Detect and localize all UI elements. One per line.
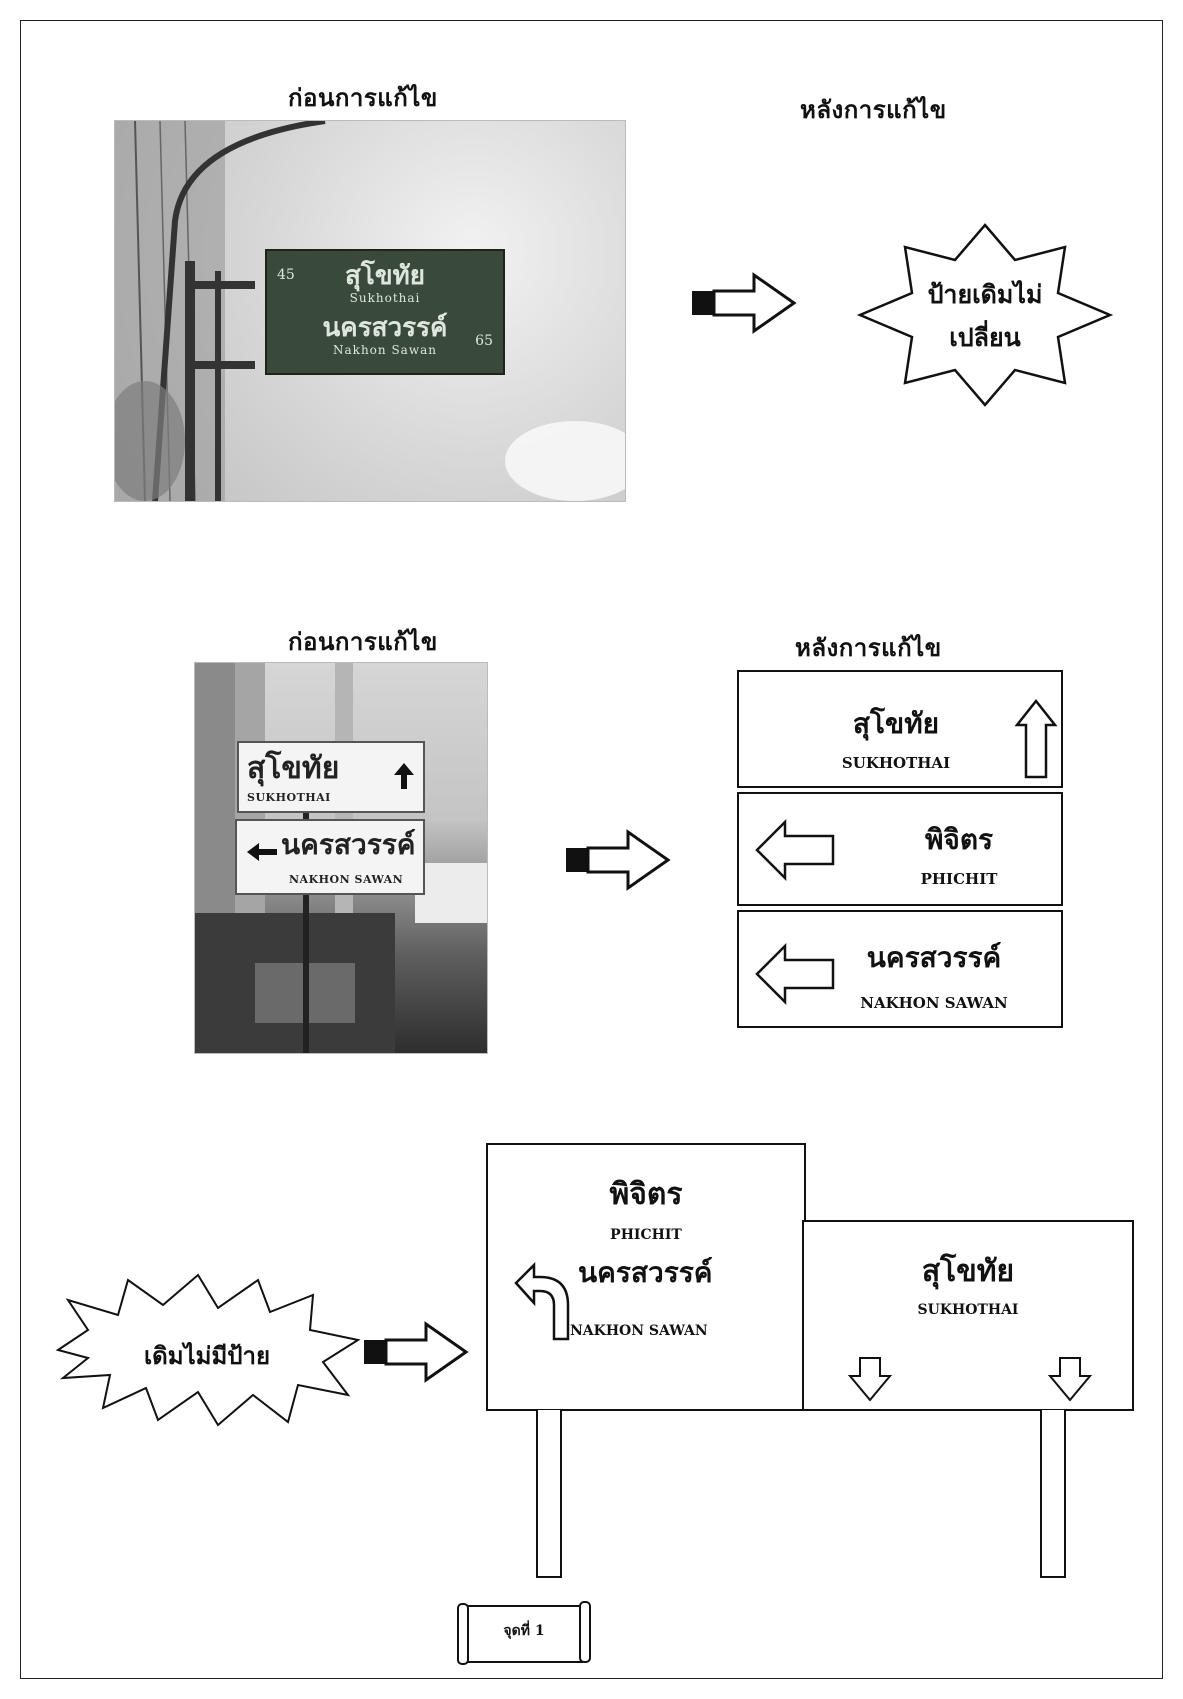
burst-text-no-sign: เดิมไม่มีป้าย <box>143 1341 271 1370</box>
photo-sign-bottom-en: Nakhon Sawan <box>333 343 437 357</box>
board-left-en1: PHICHIT <box>610 1227 682 1243</box>
photo-sign-top-en: Sukhothai <box>349 291 421 305</box>
left-arrow-icon <box>755 942 835 1006</box>
page-frame <box>20 20 1163 1679</box>
board-post-left <box>536 1410 562 1578</box>
curved-left-arrow-icon <box>514 1261 570 1341</box>
pole-graphic <box>115 121 625 501</box>
photo2-sign-top: สุโขทัย SUKHOTHAI <box>237 741 425 813</box>
burst-text-line2: เปลี่ยน <box>949 323 1021 352</box>
panel3-en: NAKHON SAWAN <box>860 994 1008 1012</box>
panel3-th: นครสวรรค์ <box>866 941 1002 974</box>
after-panel-sukhothai: สุโขทัย SUKHOTHAI <box>737 670 1063 788</box>
scroll-shape <box>457 1601 591 1665</box>
photo-sign-1: สุโขทัย Sukhothai นครสวรรค์ Nakhon Sawan… <box>265 249 505 375</box>
star-burst-shape <box>856 223 1114 407</box>
photo2-sign-bottom: นครสวรรค์ NAKHON SAWAN <box>235 819 425 895</box>
after-panel-nakhonsawan: นครสวรรค์ NAKHON SAWAN <box>737 910 1063 1028</box>
right-arrow-icon <box>692 272 797 334</box>
burst-text-line1: ป้ายเดิมไม่ <box>927 280 1043 309</box>
photo-sign-top-th: สุโขทัย <box>345 261 425 291</box>
photo2-bottom-th: นครสวรรค์ <box>281 828 416 861</box>
panel1-th: สุโขทัย <box>852 707 940 740</box>
before-caption-2: ก่อนการแก้ไข <box>288 627 438 656</box>
board-right: สุโขทัย SUKHOTHAI <box>802 1220 1134 1411</box>
photo-sign-bottom-th: นครสวรรค์ <box>322 313 448 343</box>
before-photo-1: สุโขทัย Sukhothai นครสวรรค์ Nakhon Sawan… <box>114 120 626 502</box>
photo2-top-th: สุโขทัย <box>247 751 340 786</box>
board-post-right <box>1040 1410 1066 1578</box>
after-caption-1: หลังการแก้ไข <box>800 95 947 124</box>
left-arrow-icon <box>247 843 277 861</box>
board-right-th: สุโขทัย <box>921 1254 1015 1289</box>
right-arrow-icon <box>364 1321 469 1383</box>
down-arrow-icon <box>1047 1357 1093 1402</box>
board-left-en2: NAKHON SAWAN <box>570 1323 708 1339</box>
panel1-en: SUKHOTHAI <box>841 754 951 772</box>
left-arrow-icon <box>755 818 835 882</box>
up-arrow-icon <box>394 763 414 789</box>
before-caption-1: ก่อนการแก้ไข <box>288 83 438 112</box>
board-left-th2: นครสวรรค์ <box>578 1256 713 1289</box>
scroll-label: จุดที่ 1 <box>503 1623 545 1639</box>
photo-sign-top-num: 45 <box>277 267 295 283</box>
photo2-bottom-en: NAKHON SAWAN <box>289 873 404 886</box>
after-panel-phichit: พิจิตร PHICHIT <box>737 792 1063 906</box>
photo2-top-en: SUKHOTHAI <box>247 791 331 804</box>
board-left-th1: พิจิตร <box>609 1177 683 1212</box>
after-caption-2: หลังการแก้ไข <box>795 633 942 662</box>
panel2-en: PHICHIT <box>920 870 998 888</box>
jagged-burst-shape <box>55 1273 361 1427</box>
down-arrow-icon <box>847 1357 893 1402</box>
photo-sign-bottom-num: 65 <box>475 333 493 349</box>
board-right-en: SUKHOTHAI <box>917 1302 1019 1318</box>
right-arrow-icon <box>566 829 671 891</box>
before-photo-2: สุโขทัย SUKHOTHAI นครสวรรค์ NAKHON SAWAN <box>194 662 488 1054</box>
board-left: พิจิตร PHICHIT นครสวรรค์ NAKHON SAWAN <box>486 1143 806 1411</box>
panel2-th: พิจิตร <box>924 823 994 856</box>
up-arrow-icon <box>1014 698 1058 779</box>
